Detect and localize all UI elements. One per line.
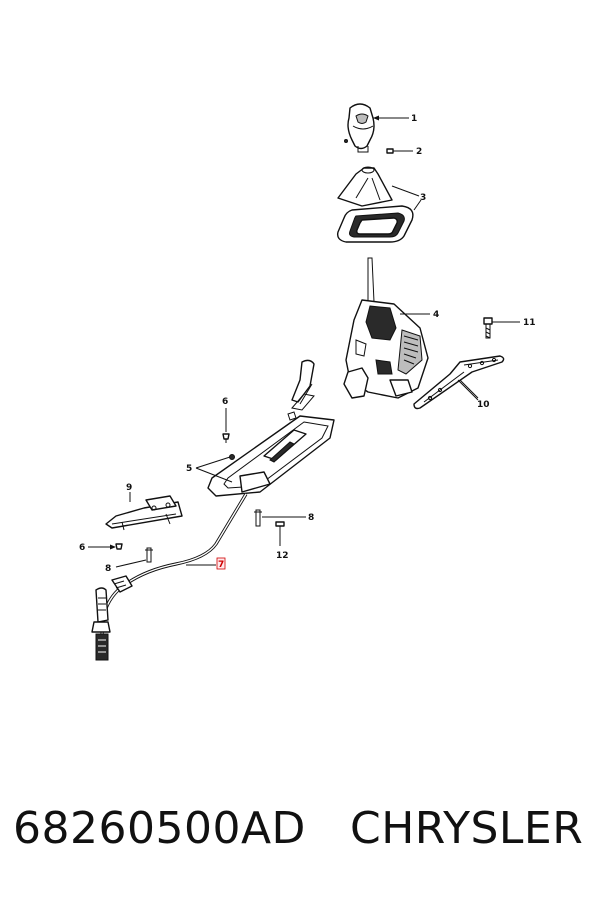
callout-1: 1 <box>411 114 417 124</box>
part-number: 68260500AD <box>13 803 306 854</box>
retainer-clip-part-right <box>254 509 262 527</box>
clip-part-lower <box>115 543 123 550</box>
mounting-bracket-part <box>105 495 183 531</box>
shifter-assembly-part <box>343 257 429 399</box>
callout-10: 10 <box>477 400 490 410</box>
callout-6-lower: 6 <box>79 543 85 553</box>
callout-3: 3 <box>420 193 426 203</box>
shift-knob-part <box>344 103 375 153</box>
exploded-parts-diagram: 1 2 3 4 11 <box>79 103 536 661</box>
callout-9: 9 <box>126 483 132 493</box>
push-pin-part <box>275 521 285 546</box>
cable-bracket-plate-part <box>207 359 335 497</box>
shift-cable-part <box>91 493 248 661</box>
callout-12: 12 <box>276 551 289 561</box>
shift-boot-bezel-part <box>336 166 414 243</box>
callout-11: 11 <box>523 318 536 328</box>
callout-7-highlight <box>216 557 226 570</box>
callout-8-left: 8 <box>105 564 111 574</box>
callout-5: 5 <box>186 464 192 474</box>
callout-7: 7 <box>218 560 224 570</box>
callout-2: 2 <box>416 147 422 157</box>
support-bracket-part <box>413 355 505 410</box>
retainer-clip-part-left <box>145 547 153 563</box>
screw-part <box>386 148 394 154</box>
callout-8-right: 8 <box>308 513 314 523</box>
clip-part-upper <box>222 433 230 443</box>
callout-4: 4 <box>433 310 439 320</box>
callout-6-upper: 6 <box>222 397 228 407</box>
bolt-part <box>483 317 493 339</box>
brand-name: CHRYSLER <box>350 803 584 854</box>
footer: 68260500AD CHRYSLER <box>0 795 600 875</box>
